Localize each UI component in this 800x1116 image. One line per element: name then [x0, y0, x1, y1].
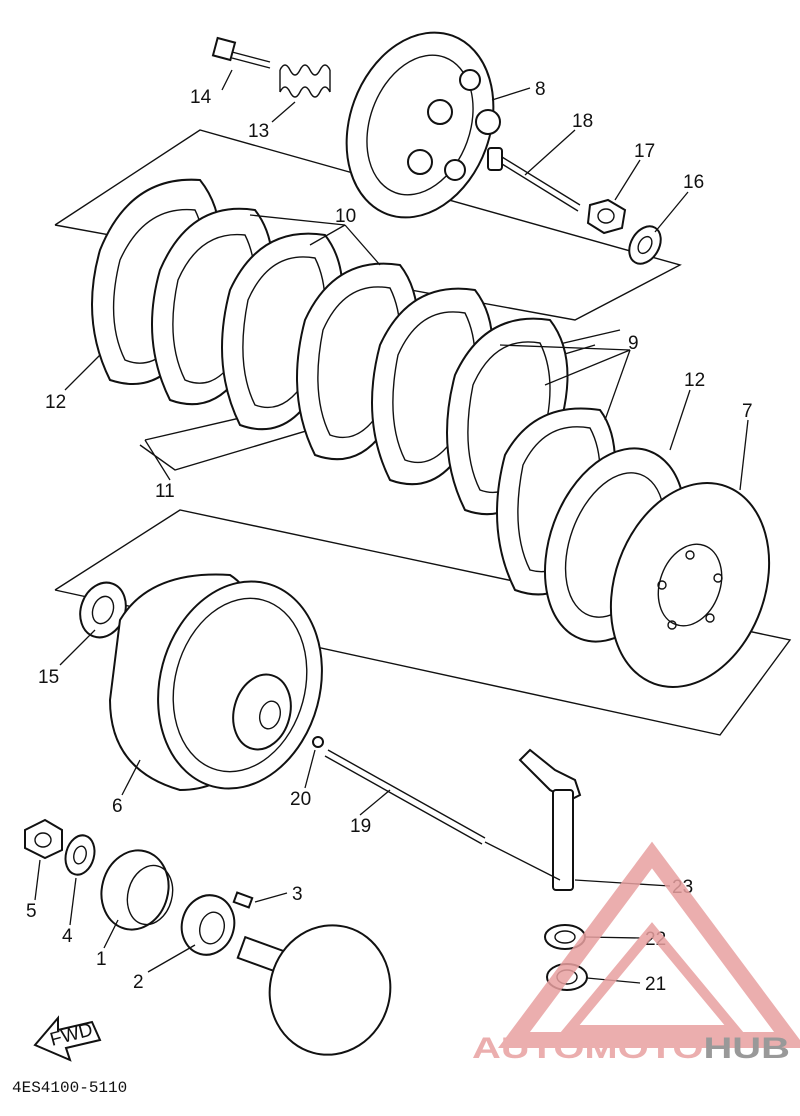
callout-7: 7 — [742, 401, 753, 422]
lock-washer — [628, 225, 662, 265]
callout-4: 4 — [62, 926, 73, 947]
callout-15: 15 — [38, 667, 59, 688]
callout-20: 20 — [290, 789, 311, 810]
callout-14: 14 — [190, 87, 212, 108]
leader-lines — [34, 69, 749, 984]
woodruff-key — [232, 891, 254, 909]
ball — [312, 736, 324, 748]
crankshaft — [236, 924, 392, 1056]
drawing-code: 4ES4100-5110 — [12, 1079, 127, 1097]
watermark-triangle-logo — [498, 841, 800, 1048]
nut — [24, 818, 63, 860]
callout-12-right: 12 — [684, 370, 705, 391]
pressure-disk — [609, 482, 771, 688]
callout-11: 11 — [155, 481, 175, 502]
callout-6: 6 — [112, 796, 123, 817]
push-rod — [487, 147, 581, 212]
callout-10: 10 — [335, 206, 356, 227]
locknut — [586, 198, 627, 235]
washer — [64, 834, 96, 876]
callout-17: 17 — [634, 141, 655, 162]
callout-13: 13 — [248, 121, 269, 142]
spacer — [180, 894, 236, 956]
callout-18: 18 — [572, 111, 593, 132]
clutch-plate-stack — [91, 178, 616, 596]
callout-5: 5 — [26, 901, 37, 922]
push-rod-long — [324, 749, 486, 845]
push-lever-shaft — [518, 748, 582, 891]
callout-2: 2 — [133, 972, 144, 993]
watermark-triangle-inner — [558, 922, 746, 1035]
callout-12-left: 12 — [45, 392, 66, 413]
primary-drive-gear — [100, 849, 174, 931]
clutch-housing — [108, 573, 323, 792]
callout-16: 16 — [683, 172, 704, 193]
callout-21: 21 — [645, 974, 666, 995]
pressure-plate — [345, 31, 501, 219]
callout-1: 1 — [96, 949, 107, 970]
bolt — [211, 36, 271, 69]
callout-9: 9 — [628, 333, 639, 354]
clutch-spring — [279, 64, 331, 98]
callout-8: 8 — [535, 79, 546, 100]
callout-3: 3 — [292, 884, 303, 905]
fwd-arrow: FWD — [33, 1015, 102, 1062]
callout-19: 19 — [350, 816, 371, 837]
